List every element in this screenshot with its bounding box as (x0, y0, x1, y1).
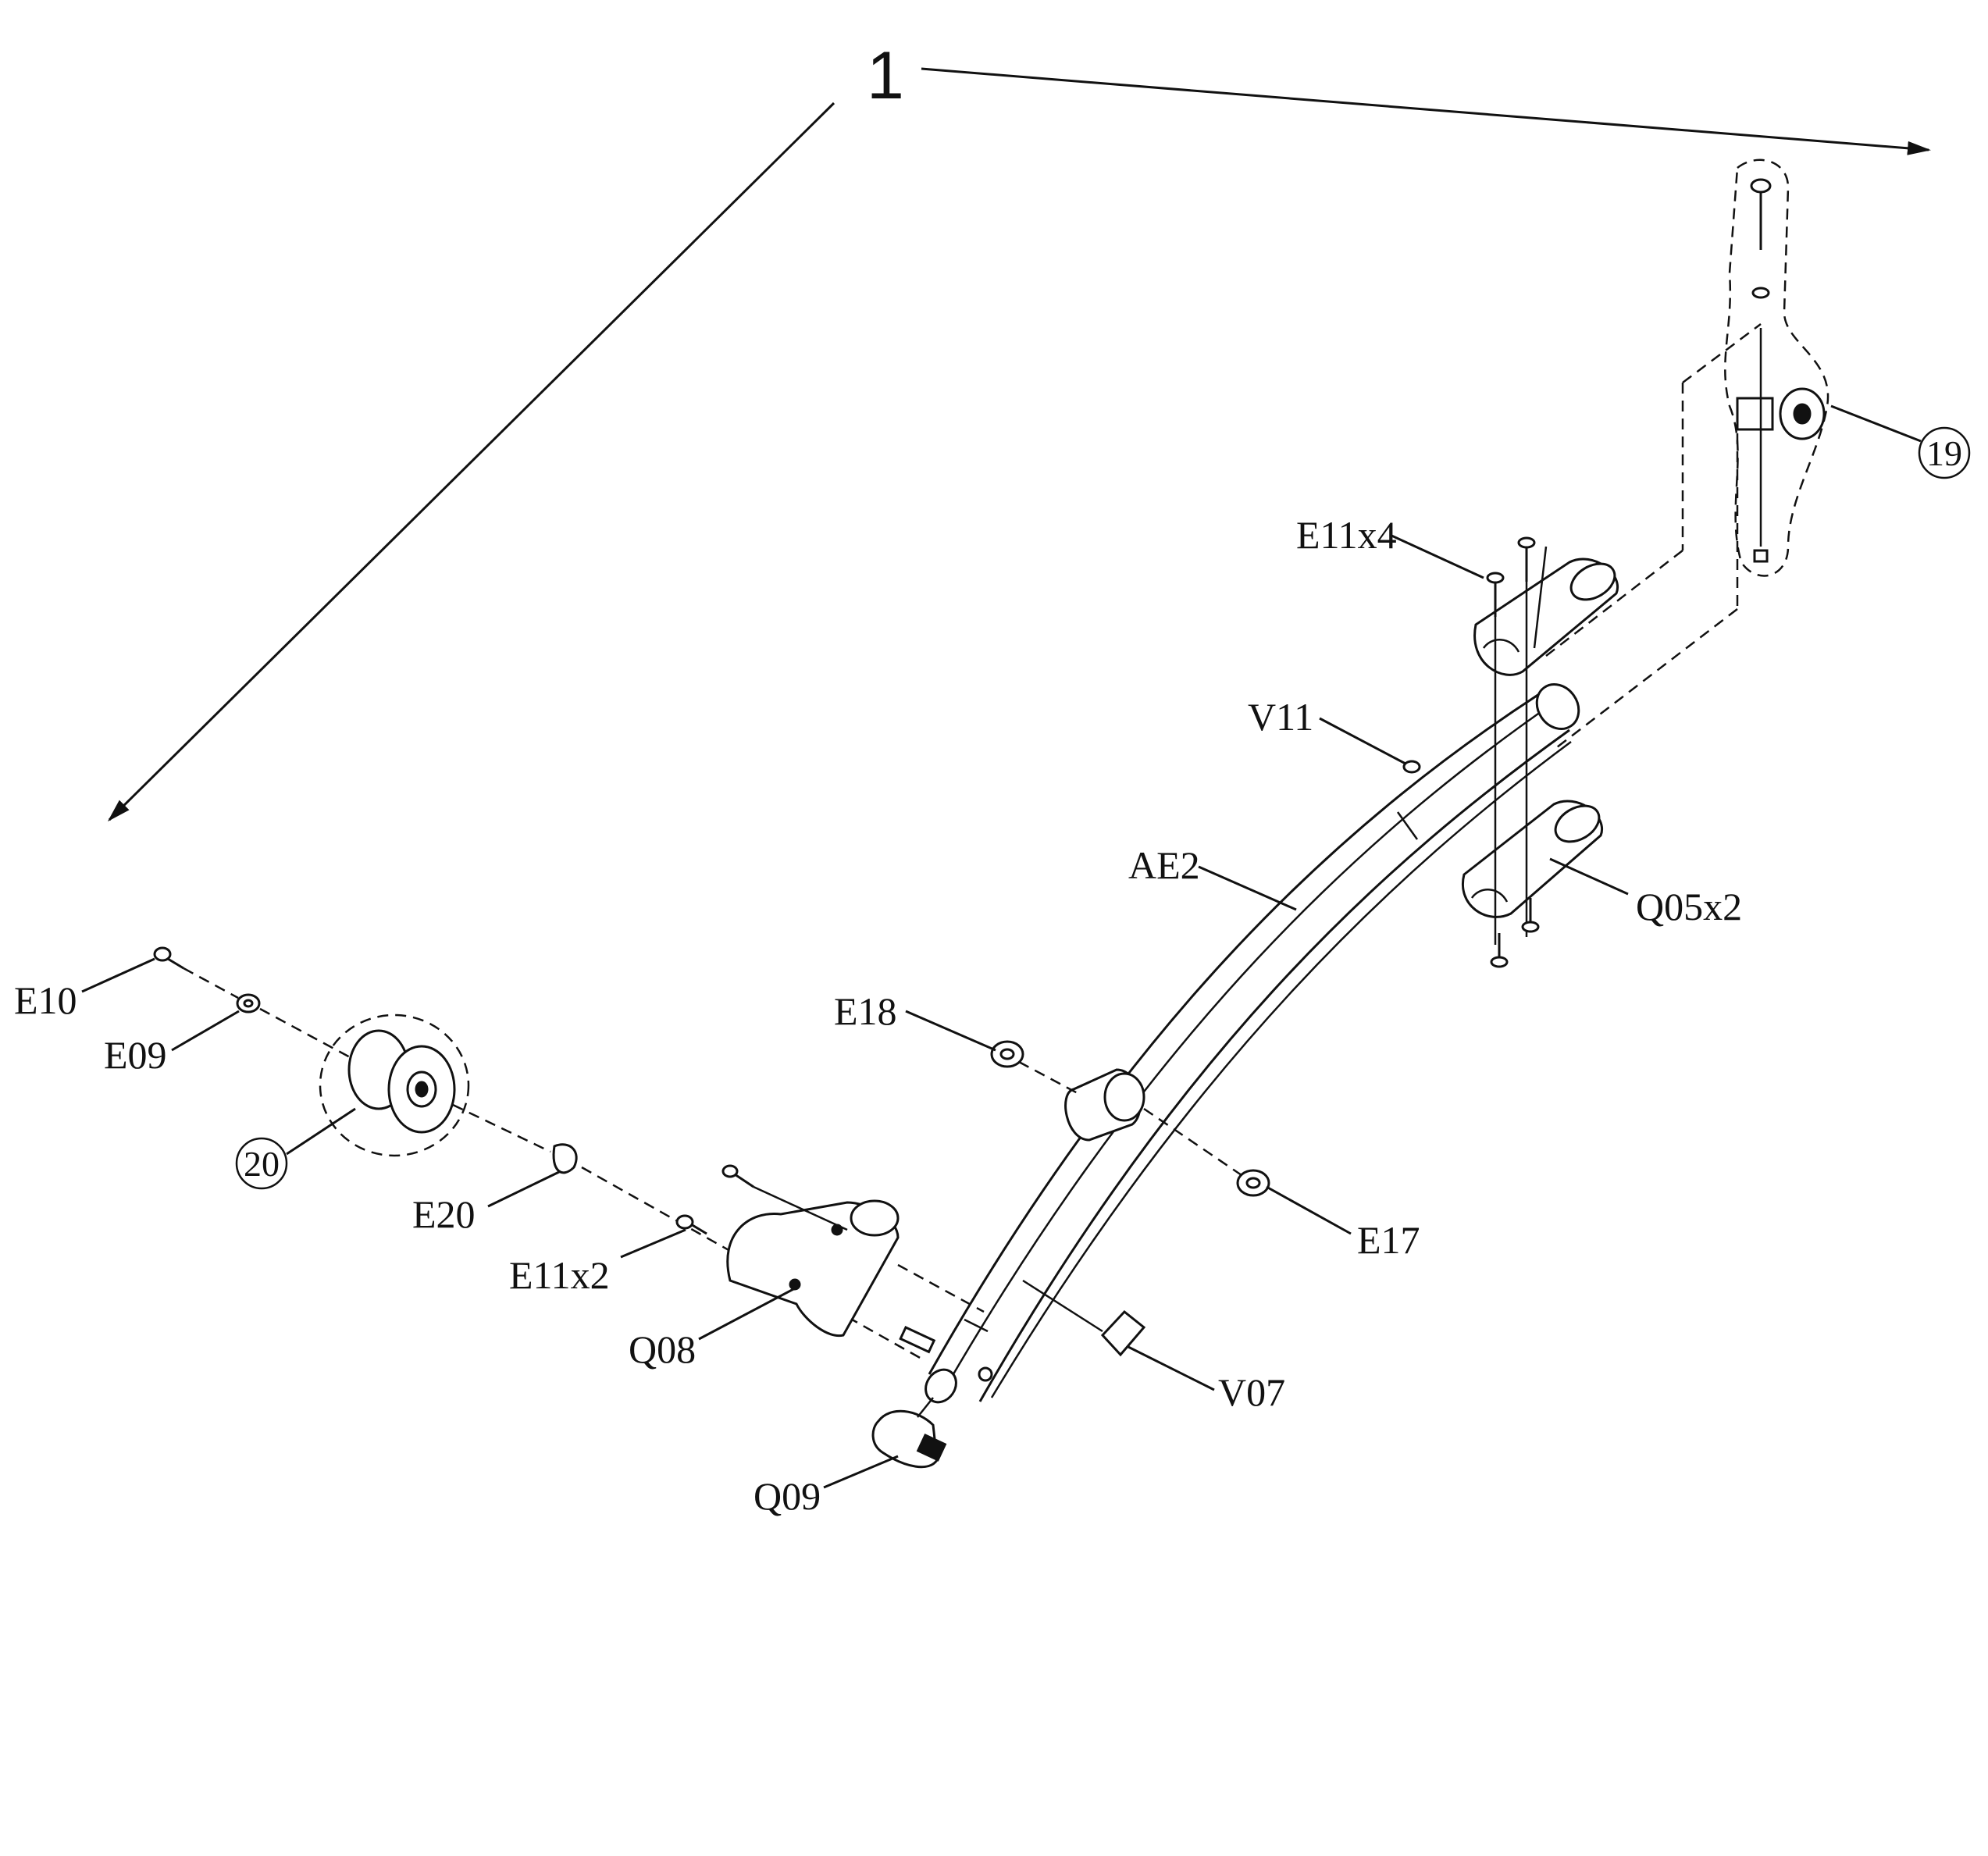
part-v11 (1402, 760, 1421, 774)
label-e11x4: E11x4 (1296, 513, 1397, 557)
callout-circle-20 (235, 1137, 288, 1190)
wheel-assembly-20: 20 (235, 1013, 470, 1190)
screws-e11x4 (1486, 536, 1540, 968)
assembly-marker: 1 (107, 38, 1931, 822)
label-e18: E18 (834, 989, 897, 1033)
spacer-e20 (552, 1143, 578, 1174)
label-e17: E17 (1357, 1218, 1420, 1262)
clamp-q05-top (1473, 546, 1619, 676)
label-q05x2: Q05x2 (1636, 885, 1742, 928)
arrow-right (921, 67, 1931, 155)
sticker-v07 (1022, 1279, 1146, 1357)
label-q08: Q08 (629, 1327, 696, 1371)
label-e10: E10 (14, 978, 77, 1022)
callout-20: 20 (244, 1144, 280, 1184)
callout-19: 19 (1926, 433, 1962, 473)
label-v07: V07 (1218, 1370, 1285, 1414)
label-e09: E09 (104, 1033, 167, 1077)
bracket-q08 (675, 1164, 985, 1354)
label-ae2: AE2 (1128, 843, 1200, 887)
label-q09: Q09 (754, 1474, 821, 1518)
clamp-q05-bottom (1462, 800, 1604, 918)
tube-ae2 (925, 683, 1580, 1404)
label-e20: E20 (412, 1192, 476, 1236)
bolt-e10 (153, 946, 172, 962)
pivot-washers (990, 1040, 1270, 1197)
label-e11x2: E11x2 (509, 1253, 610, 1297)
assembly-number: 1 (867, 38, 904, 113)
callout-labels: E11x4 V11 AE2 Q05x2 E10 E09 E18 E20 E17 … (14, 513, 1742, 1518)
end-cap-q09 (871, 1397, 947, 1469)
roller-assembly-19: 19 (1545, 159, 1971, 750)
callout-circle-19 (1918, 426, 1971, 479)
small-hardware-left (153, 946, 922, 1360)
arrow-left (107, 102, 835, 822)
callout-leaders (81, 533, 1629, 1489)
label-v11: V11 (1248, 695, 1313, 739)
